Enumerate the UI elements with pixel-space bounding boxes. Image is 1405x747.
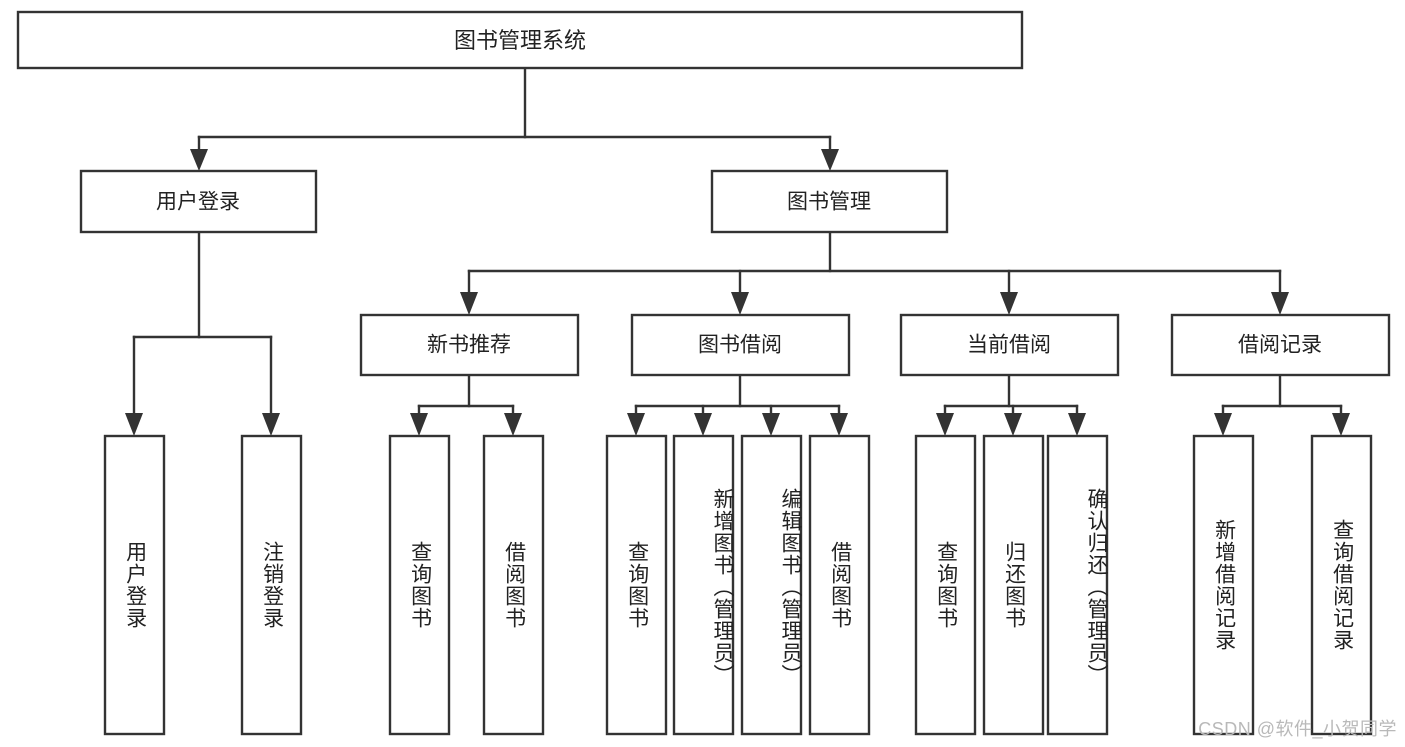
arrow-head-icon <box>731 292 749 315</box>
node-label: 图书管理系统 <box>454 28 586 53</box>
leaf-box-confirm-return[interactable] <box>1046 434 1109 736</box>
leaf-box-query-book-2[interactable] <box>605 434 668 736</box>
leaf-box-add-record[interactable] <box>1192 434 1255 736</box>
node-borrow-record[interactable]: 借阅记录 <box>1170 313 1391 377</box>
node-label: 用户登录 <box>156 191 240 214</box>
leaf-box-query-book-1[interactable] <box>388 434 451 736</box>
arrow-head-icon <box>460 292 478 315</box>
connector-borrow-record-to-leaves <box>1214 373 1350 436</box>
leaf-box-return-book[interactable] <box>982 434 1045 736</box>
arrow-head-icon <box>1000 292 1018 315</box>
leaf-box-query-book-3[interactable] <box>914 434 977 736</box>
arrow-head-icon <box>821 149 839 171</box>
node-box[interactable] <box>16 10 1024 70</box>
arrow-head-icon <box>1271 292 1289 315</box>
arrow-head-icon <box>410 413 428 436</box>
connector-current-borrow-to-leaves <box>936 373 1086 436</box>
node-box[interactable] <box>79 169 318 234</box>
node-label: 图书借阅 <box>698 334 782 357</box>
arrow-head-icon <box>1332 413 1350 436</box>
node-label: 当前借阅 <box>967 334 1051 357</box>
node-box[interactable] <box>630 313 851 377</box>
arrow-head-icon <box>936 413 954 436</box>
leaf-box-add-book[interactable] <box>672 434 735 736</box>
connector-user-login-to-leaves <box>125 230 280 436</box>
node-root[interactable]: 图书管理系统 <box>16 10 1024 70</box>
watermark-text: CSDN @软件_小贺同学 <box>1198 719 1397 739</box>
arrow-head-icon <box>262 413 280 436</box>
leaf-box-logout-login[interactable] <box>240 434 303 736</box>
arrow-head-icon <box>190 149 208 171</box>
arrow-head-icon <box>1004 413 1022 436</box>
leaf-box-borrow-book-1[interactable] <box>482 434 545 736</box>
leaf-box-borrow-book-2[interactable] <box>808 434 871 736</box>
leaf-box-edit-book[interactable] <box>740 434 803 736</box>
arrow-head-icon <box>762 413 780 436</box>
node-current-borrow[interactable]: 当前借阅 <box>899 313 1120 377</box>
node-label: 图书管理 <box>787 191 871 214</box>
node-box[interactable] <box>710 169 949 234</box>
connector-root-to-level2 <box>190 66 839 171</box>
node-user-login[interactable]: 用户登录 <box>79 169 318 234</box>
node-label: 借阅记录 <box>1238 334 1322 357</box>
node-book-manage[interactable]: 图书管理 <box>710 169 949 234</box>
node-box[interactable] <box>359 313 580 377</box>
node-label: 新书推荐 <box>427 334 511 357</box>
leaf-box-user-login[interactable] <box>103 434 166 736</box>
connector-new-book-recommend-to-leaves <box>410 373 522 436</box>
arrow-head-icon <box>504 413 522 436</box>
arrow-head-icon <box>830 413 848 436</box>
arrow-head-icon <box>1214 413 1232 436</box>
node-book-borrow[interactable]: 图书借阅 <box>630 313 851 377</box>
arrow-head-icon <box>627 413 645 436</box>
leaf-box-query-record[interactable] <box>1310 434 1373 736</box>
connector-book-borrow-to-leaves <box>627 373 848 436</box>
arrow-head-icon <box>694 413 712 436</box>
node-new-book-recommend[interactable]: 新书推荐 <box>359 313 580 377</box>
arrow-head-icon <box>1068 413 1086 436</box>
node-box[interactable] <box>899 313 1120 377</box>
arrow-head-icon <box>125 413 143 436</box>
node-box[interactable] <box>1170 313 1391 377</box>
connector-book-manage-to-level3 <box>460 230 1289 315</box>
